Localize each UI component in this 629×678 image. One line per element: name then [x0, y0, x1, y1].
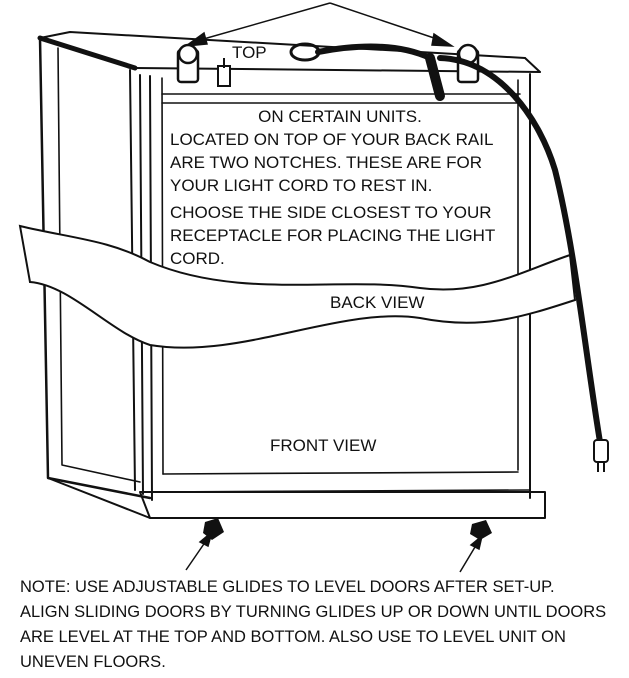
instruction-text: ON CERTAIN UNITS. LOCATED ON TOP OF YOUR… — [170, 107, 495, 268]
instruction-line: CHOOSE THE SIDE CLOSEST TO YOUR — [170, 203, 492, 222]
note-line: NOTE: USE ADJUSTABLE GLIDES TO LEVEL DOO… — [20, 578, 555, 596]
top-clip — [218, 58, 230, 86]
top-label: TOP — [232, 43, 267, 62]
front-view-label: FRONT VIEW — [270, 436, 376, 455]
plug-icon — [594, 440, 608, 472]
instruction-line: ARE TWO NOTCHES. THESE ARE FOR — [170, 153, 482, 172]
instruction-line: CORD. — [170, 249, 225, 268]
cord-notch-left — [178, 45, 198, 82]
note-text: NOTE: USE ADJUSTABLE GLIDES TO LEVEL DOO… — [20, 578, 606, 671]
note-line: ALIGN SLIDING DOORS BY TURNING GLIDES UP… — [20, 603, 606, 621]
instruction-line: YOUR LIGHT CORD TO REST IN. — [170, 176, 432, 195]
glide-arrows — [186, 532, 482, 572]
instruction-line: RECEPTACLE FOR PLACING THE LIGHT — [170, 226, 495, 245]
notch-callout-arrows — [186, 3, 452, 46]
instruction-line: ON CERTAIN UNITS. — [258, 107, 422, 126]
instruction-line: LOCATED ON TOP OF YOUR BACK RAIL — [170, 130, 493, 149]
back-view-label: BACK VIEW — [330, 293, 424, 312]
note-line: UNEVEN FLOORS. — [20, 653, 166, 671]
note-line: ARE LEVEL AT THE TOP AND BOTTOM. ALSO US… — [20, 628, 566, 646]
